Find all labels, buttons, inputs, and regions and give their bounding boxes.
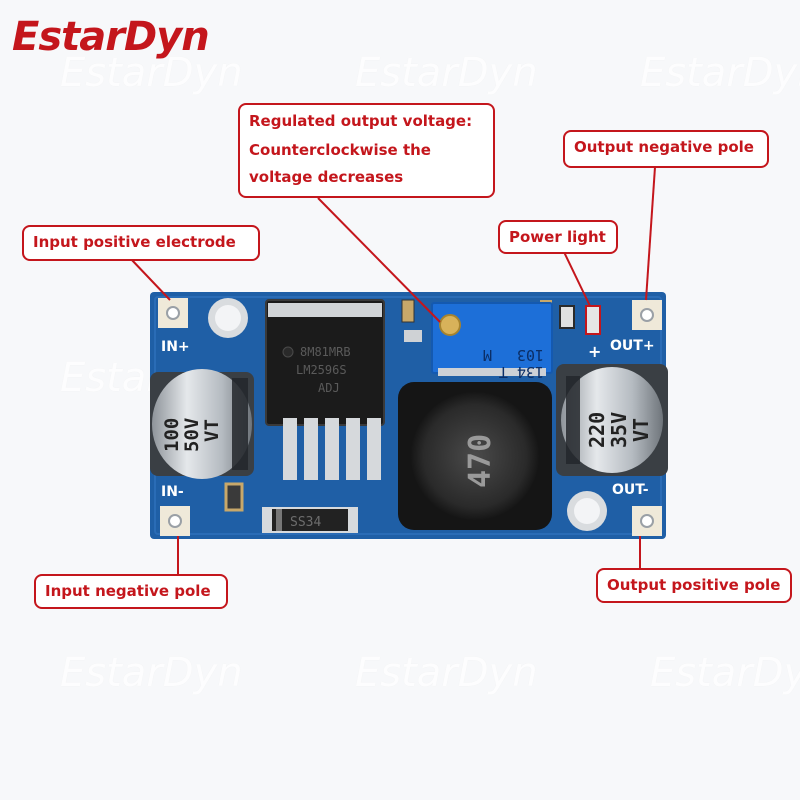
output-cap-brand: VT [629,418,653,442]
ic-marking-2: LM2596S [296,363,347,377]
pot-marking-3: M [483,346,492,364]
diode-marking: SS34 [290,515,321,530]
callout-output-positive: Output positive pole [596,568,792,603]
output-cap-voltage: 35V [607,412,631,448]
inductor-marking: 470 [463,434,498,488]
diode: SS34 [262,507,358,533]
ic-marking-3: ADJ [318,381,340,395]
callout-input-negative: Input negative pole [34,574,228,609]
leader-line-regulated [317,197,441,323]
polarity-plus-mark: + [588,342,601,361]
brand-logo: EstarDyn [12,14,210,60]
leader-line-out-neg [645,166,656,301]
input-capacitor: 100 50V VT [150,369,254,479]
pot-marking-2: 134 T [499,363,544,381]
pot-marking-1: 103 [517,346,544,364]
regulator-ic: 8M81MRB LM2596S ADJ [265,299,385,480]
leader-line-in-pos [129,257,171,301]
callout-regulated-line-2: Counterclockwise the [249,141,431,159]
callout-input-positive: Input positive electrode [22,225,260,261]
output-capacitor: 220 35V VT [556,364,668,476]
adjustment-screw [439,314,461,336]
callout-regulated-voltage: Regulated output voltage: Counterclockwi… [238,103,495,198]
watermark: EstarDyn [355,50,538,96]
inductor: 470 [398,382,552,530]
watermark: EstarDyn [355,650,538,696]
callout-regulated-line-1: Regulated output voltage: [249,112,473,130]
watermark: EstarDyn [650,650,800,696]
input-cap-value: 100 [161,418,183,452]
ic-marking-1: 8M81MRB [300,345,351,359]
watermark: EstarDyn [640,50,800,96]
pin-label-in-minus: IN- [161,484,184,500]
callout-regulated-line-3: voltage decreases [249,168,404,186]
pin-label-in-plus: IN+ [161,339,190,355]
output-cap-value: 220 [585,412,609,448]
callout-power-light: Power light [498,220,618,254]
input-cap-brand: VT [201,419,223,442]
input-cap-voltage: 50V [181,418,203,452]
callout-output-negative: Output negative pole [563,130,769,168]
power-led [585,305,601,335]
watermark: EstarDyn [60,650,243,696]
watermark: EstarDyn [60,50,243,96]
pin-label-out-plus: OUT+ [610,338,655,354]
leader-line-power-light [563,251,591,307]
pin-label-out-minus: OUT- [612,482,649,498]
trimmer-potentiometer: 103 134 T M [431,302,553,381]
